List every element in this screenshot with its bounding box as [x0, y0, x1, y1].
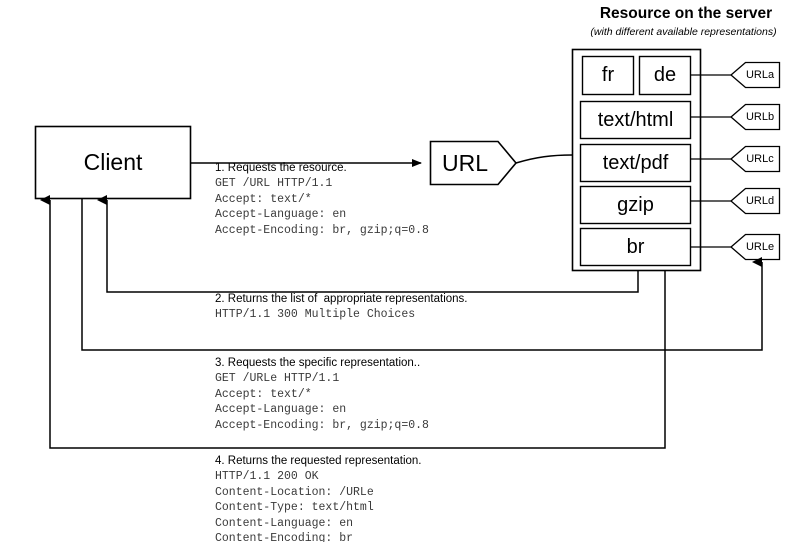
url-tag-shape-urlc [730, 145, 781, 173]
message-line: Content-Type: text/html [215, 501, 374, 515]
representation-label-fr: fr [601, 64, 615, 86]
url-tag-label-urlc: URLc [746, 153, 774, 165]
message-title-1: 1. Requests the resource. [215, 162, 347, 174]
message-body-1: GET /URL HTTP/1.1 Accept: text/* Accept-… [215, 176, 429, 238]
server-subtitle: (with different available representation… [590, 26, 777, 38]
url-tag-shape-urld [730, 187, 781, 215]
message-block-4: 4. Returns the requested representation.… [215, 455, 422, 542]
flow-url-to-server [515, 154, 573, 164]
message-line: Accept: text/* [215, 192, 312, 206]
url-tag-shape-urle [730, 233, 781, 261]
message-line: Content-Encoding: br [215, 532, 354, 542]
server-title: Resource on the server [599, 5, 773, 22]
flow-server-to-client-300 [97, 195, 639, 293]
representation-label-br: br [626, 235, 645, 258]
message-block-3: 3. Requests the specific representation.… [215, 357, 429, 433]
url-node-label: URL [441, 149, 488, 176]
message-body-3: GET /URLe HTTP/1.1 Accept: text/* Accept… [215, 371, 429, 433]
message-body-2: HTTP/1.1 300 Multiple Choices [215, 307, 468, 323]
url-tag-label-urla: URLa [745, 69, 775, 81]
representation-label-de: de [653, 64, 677, 86]
message-title-2: 2. Returns the list of appropriate repre… [215, 293, 468, 305]
message-line: Content-Location: /URLe [215, 485, 374, 499]
representation-box-de [638, 55, 692, 96]
representation-label-gzip: gzip [617, 193, 654, 216]
url-tag-shape-urla [730, 61, 781, 89]
message-line: HTTP/1.1 300 Multiple Choices [215, 308, 416, 321]
url-node-shape [429, 140, 518, 186]
message-line: Accept-Language: en [215, 208, 347, 222]
url-tag-shape-urlb [730, 103, 781, 131]
flow-server-to-client-200 [40, 195, 666, 449]
representation-box-text-html [579, 100, 692, 140]
message-block-1: 1. Requests the resource. GET /URL HTTP/… [215, 162, 429, 238]
message-line: GET /URLe HTTP/1.1 [215, 372, 340, 385]
message-line: Accept-Language: en [215, 403, 347, 417]
message-title-4: 4. Returns the requested representation. [215, 455, 422, 467]
representation-label-text-pdf: text/pdf [602, 151, 669, 174]
client-box [34, 125, 192, 200]
representation-box-text-pdf [579, 143, 692, 183]
message-line: Accept-Encoding: br, gzip;q=0.8 [215, 418, 429, 432]
message-line: HTTP/1.1 200 OK [215, 470, 319, 483]
message-line: Content-Language: en [215, 516, 354, 530]
url-tag-label-urle: URLe [745, 241, 775, 253]
message-body-4: HTTP/1.1 200 OK Content-Location: /URLe … [215, 469, 422, 542]
message-line: GET /URL HTTP/1.1 [215, 177, 333, 190]
message-title-3: 3. Requests the specific representation.… [215, 357, 421, 369]
representation-box-gzip [579, 185, 692, 225]
url-tag-label-urlb: URLb [745, 111, 775, 123]
client-label: Client [83, 149, 143, 175]
representation-box-fr [581, 55, 635, 96]
flow-client-to-urle [81, 199, 763, 351]
representation-label-text-html: text/html [597, 108, 674, 131]
message-block-2: 2. Returns the list of appropriate repre… [215, 293, 468, 323]
url-tag-label-urld: URLd [745, 195, 775, 207]
message-line: Accept-Encoding: br, gzip;q=0.8 [215, 223, 429, 237]
message-line: Accept: text/* [215, 387, 312, 401]
